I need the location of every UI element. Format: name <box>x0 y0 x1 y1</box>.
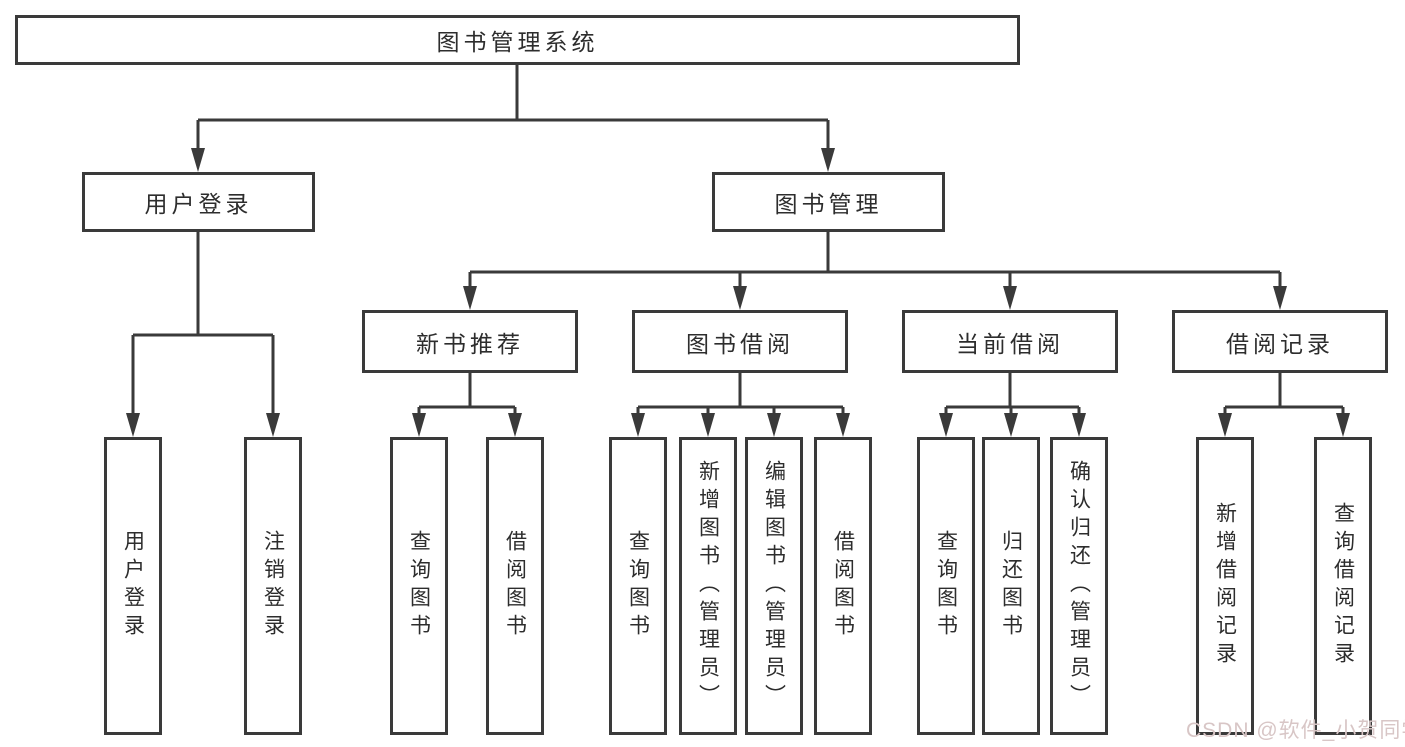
node-book-management: 图书管理 <box>712 172 945 232</box>
node-new-book-recommend: 新书推荐 <box>362 310 578 373</box>
leaf-cb-query-book: 查询图书 <box>917 437 975 735</box>
leaf-bb-borrow-book: 借阅图书 <box>814 437 872 735</box>
csdn-watermark: CSDN @软件_小贺同学 <box>1186 719 1405 742</box>
node-user-login: 用户登录 <box>82 172 315 232</box>
leaf-bb-query-book: 查询图书 <box>609 437 667 735</box>
leaf-cb-confirm-return-admin: 确认归还（管理员） <box>1050 437 1108 735</box>
leaf-br-query-borrow-record: 查询借阅记录 <box>1314 437 1372 735</box>
leaf-bb-edit-book-admin: 编辑图书（管理员） <box>745 437 803 735</box>
leaf-nbr-query-book: 查询图书 <box>390 437 448 735</box>
leaf-logout-login: 注销登录 <box>244 437 302 735</box>
node-book-borrow: 图书借阅 <box>632 310 848 373</box>
node-root: 图书管理系统 <box>15 15 1020 65</box>
node-borrow-records: 借阅记录 <box>1172 310 1388 373</box>
leaf-nbr-borrow-book: 借阅图书 <box>486 437 544 735</box>
node-current-borrow: 当前借阅 <box>902 310 1118 373</box>
leaf-bb-add-book-admin: 新增图书（管理员） <box>679 437 737 735</box>
leaf-br-add-borrow-record: 新增借阅记录 <box>1196 437 1254 735</box>
leaf-user-login: 用户登录 <box>104 437 162 735</box>
leaf-cb-return-book: 归还图书 <box>982 437 1040 735</box>
